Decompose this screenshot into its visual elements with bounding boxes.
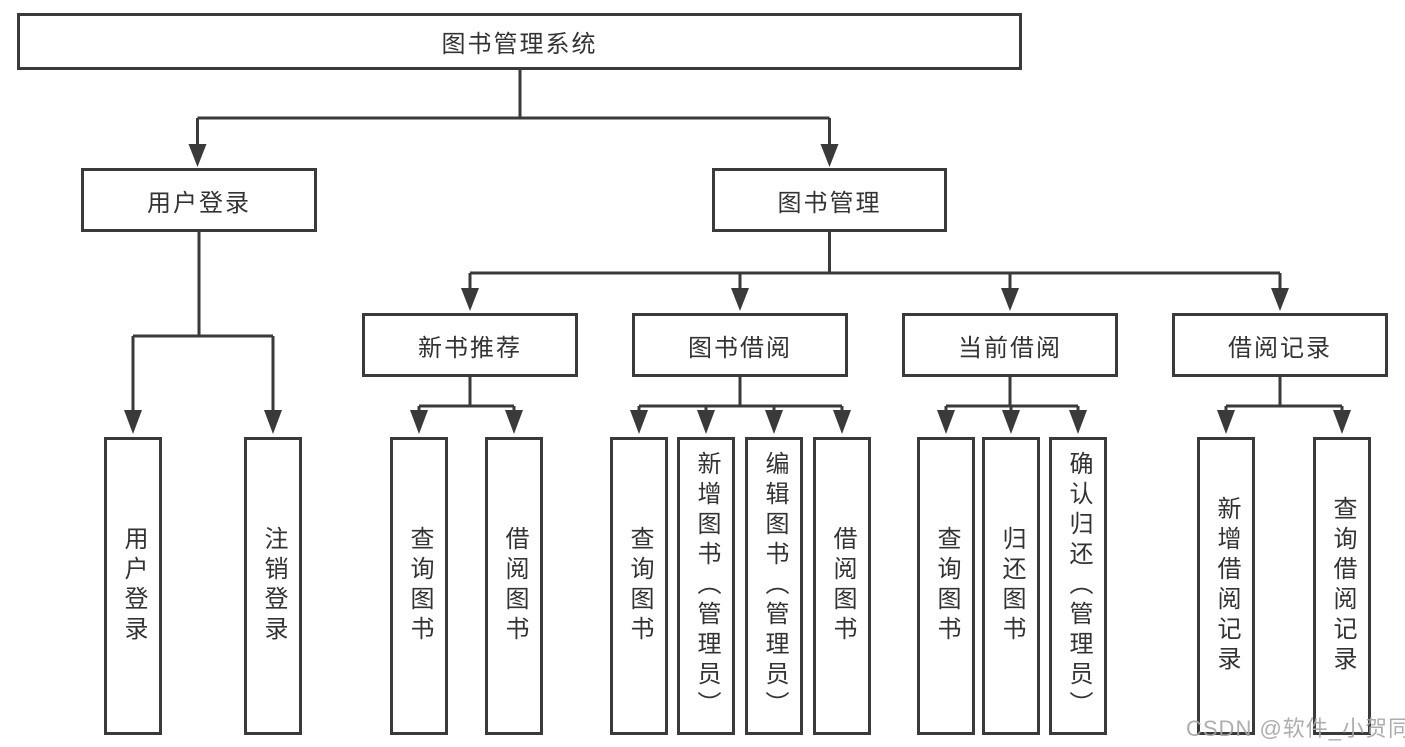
leaf-query-borrow-record: 查询借阅记录: [1313, 437, 1371, 735]
arrowhead: [731, 288, 749, 311]
node-new-book-recommend-label: 新书推荐: [418, 334, 522, 362]
leaf-add-borrow-record: 新增借阅记录: [1197, 437, 1255, 735]
arrowheads: [124, 144, 1351, 434]
node-new-book-recommend: 新书推荐: [362, 313, 578, 377]
arrowhead: [505, 410, 523, 434]
leaf-edit-books-admin-label: 编辑图书（管理员）: [761, 451, 788, 721]
connector-borrow-records-to-leaves: [1224, 377, 1344, 412]
leaf-borrow-books: 借阅图书: [813, 437, 871, 735]
csdn-watermark: CSDN @软件_小贺同学: [1186, 716, 1405, 741]
node-book-borrowing-label: 图书借阅: [688, 334, 792, 362]
node-borrowing-records-label: 借阅记录: [1228, 334, 1332, 362]
arrowhead: [188, 144, 207, 167]
leaf-borrow-books-label: 借阅图书: [829, 526, 856, 646]
arrowhead: [765, 410, 783, 434]
leaf-query-books-newbooks: 查询图书: [390, 437, 448, 735]
arrowhead: [1069, 410, 1087, 434]
leaf-confirm-return-admin: 确认归还（管理员）: [1049, 437, 1107, 735]
arrowhead: [833, 410, 851, 434]
arrowhead: [410, 410, 428, 434]
node-current-borrowing: 当前借阅: [902, 313, 1118, 377]
leaf-borrow-books-newbooks: 借阅图书: [485, 437, 543, 735]
arrowhead: [461, 288, 479, 311]
leaf-user-login: 用户登录: [104, 437, 162, 735]
leaf-query-books-newbooks-label: 查询图书: [406, 526, 433, 646]
connector-book-mgmt-to-level3: [468, 232, 1282, 290]
leaf-borrow-books-newbooks-label: 借阅图书: [501, 526, 528, 646]
connector-new-books-to-leaves: [417, 377, 516, 412]
node-book-management: 图书管理: [712, 168, 947, 232]
node-current-borrowing-label: 当前借阅: [958, 334, 1062, 362]
node-borrowing-records: 借阅记录: [1172, 313, 1388, 377]
leaf-add-books-admin-label: 新增图书（管理员）: [693, 451, 720, 721]
leaf-logout: 注销登录: [244, 437, 302, 735]
leaf-query-books-borrow-label: 查询图书: [626, 526, 653, 646]
arrowhead: [1002, 410, 1020, 434]
arrowhead: [630, 410, 648, 434]
node-root-label: 图书管理系统: [441, 31, 598, 58]
connector-user-login-to-leaves: [131, 232, 275, 411]
leaf-query-books-current: 查询图书: [917, 437, 975, 735]
arrowhead: [1333, 410, 1351, 434]
node-book-management-label: 图书管理: [777, 189, 882, 217]
arrowhead: [820, 144, 839, 167]
leaf-return-books-label: 归还图书: [998, 526, 1025, 646]
arrowhead: [1217, 410, 1235, 434]
arrowhead: [937, 410, 955, 434]
leaf-logout-label: 注销登录: [260, 526, 287, 646]
node-user-login-label: 用户登录: [147, 189, 251, 217]
leaf-query-books-borrow: 查询图书: [610, 437, 668, 735]
arrowhead: [1001, 288, 1019, 311]
connector-root-to-level2: [196, 70, 831, 146]
connector-current-borrow-to-leaves: [944, 377, 1080, 412]
node-root: 图书管理系统: [17, 13, 1022, 70]
node-book-borrowing: 图书借阅: [632, 313, 848, 377]
node-user-login: 用户登录: [81, 168, 317, 232]
connector-book-borrow-to-leaves: [637, 377, 844, 412]
arrowhead: [124, 410, 142, 434]
arrowhead: [264, 410, 282, 434]
leaf-query-books-current-label: 查询图书: [933, 526, 960, 646]
arrowhead: [1271, 288, 1289, 311]
leaf-add-borrow-record-label: 新增借阅记录: [1213, 496, 1240, 676]
leaf-add-books-admin: 新增图书（管理员）: [677, 437, 735, 735]
leaf-edit-books-admin: 编辑图书（管理员）: [745, 437, 803, 735]
leaf-query-borrow-record-label: 查询借阅记录: [1329, 496, 1356, 676]
leaf-confirm-return-admin-label: 确认归还（管理员）: [1065, 451, 1092, 721]
leaf-user-login-label: 用户登录: [120, 526, 147, 646]
leaf-return-books: 归还图书: [982, 437, 1040, 735]
arrowhead: [697, 410, 715, 434]
